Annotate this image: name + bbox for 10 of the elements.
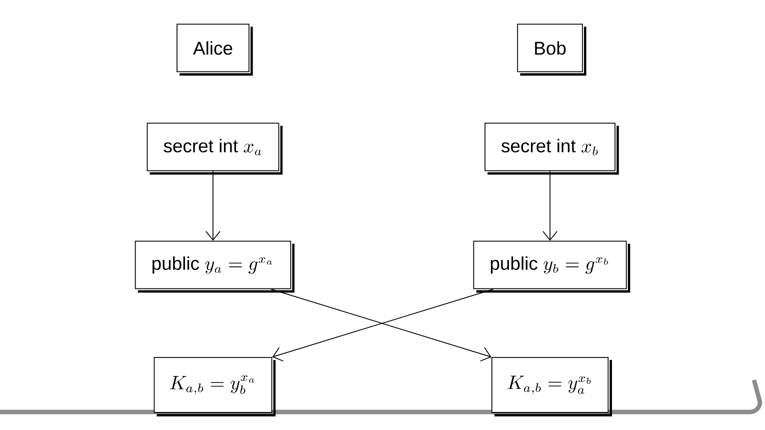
process-box: $\mbox{public }y_a = g^{x_a}$ (134, 240, 294, 293)
process-box: $\mbox{public }y_b = g^{x_b}$ (473, 240, 630, 293)
arrow (206, 170, 220, 241)
name-box: Bob (517, 24, 586, 76)
name-box: Alice (176, 24, 253, 76)
process-box: $\mbox{secret int }x_a$ (146, 122, 283, 175)
key-box: $K_{a,b} = y_b^{x_a}$ (154, 357, 276, 416)
process-box: $\mbox{secret int }x_b$ (484, 122, 619, 175)
key-box: $K_{a,b} = y_a^{x_b}$ (491, 357, 612, 416)
arrow (542, 170, 558, 241)
